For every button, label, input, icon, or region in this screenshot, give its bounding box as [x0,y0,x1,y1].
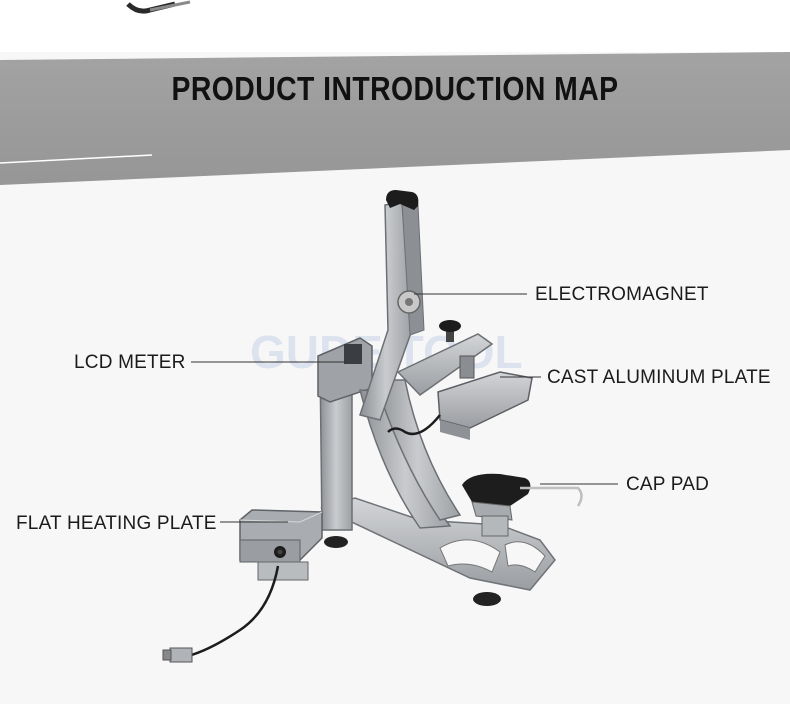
label-electromagnet: ELECTROMAGNET [535,284,709,305]
upper-heat-arm [396,333,494,396]
cable-connector [162,647,193,663]
label-cap-pad: CAP PAD [626,474,710,495]
handle-grip [386,190,419,210]
flat-heating-plate [239,509,323,581]
page-title: PRODUCT INTRODUCTION MAP [171,70,619,107]
power-cable [187,565,280,658]
cap-pad-hook [520,486,583,507]
pressure-knob [439,320,461,342]
label-flat-heating-plate: FLAT HEATING PLATE [16,513,217,534]
title-banner [0,0,790,185]
cropped-product-icon [126,0,191,14]
cast-aluminum-plate [437,371,533,429]
cap-pad [462,473,531,506]
label-lcd-meter: LCD METER [74,352,186,373]
label-cast-aluminum-plate: CAST ALUMINUM PLATE [547,367,771,388]
machine-base [319,497,556,591]
